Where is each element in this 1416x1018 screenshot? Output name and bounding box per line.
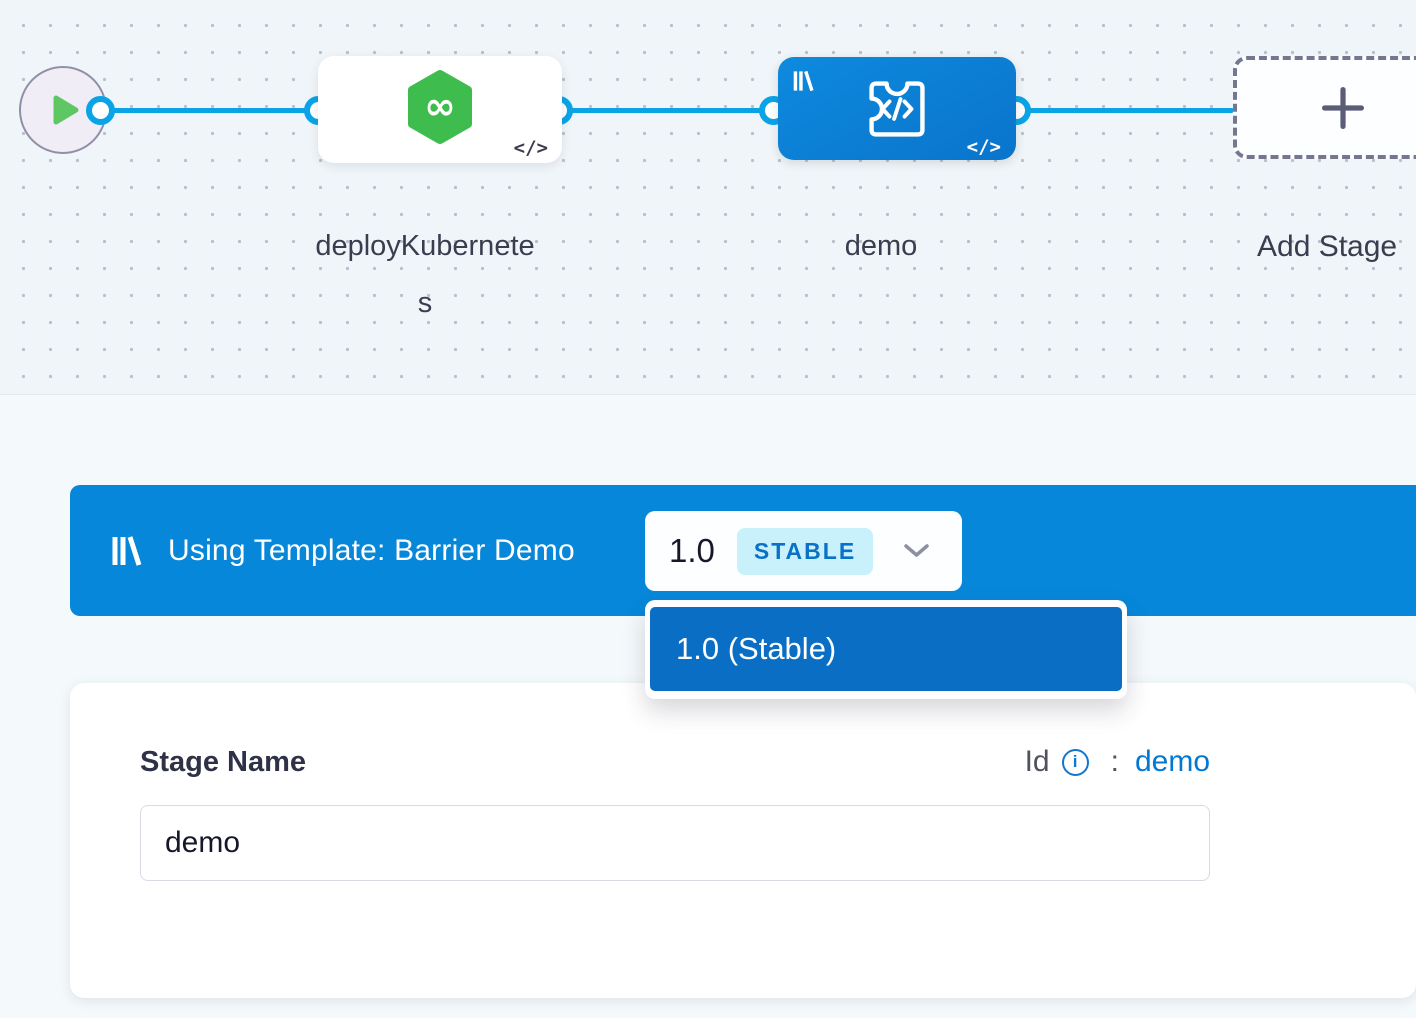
version-option-1-0-stable[interactable]: 1.0 (Stable) bbox=[650, 607, 1122, 691]
version-dropdown-menu: 1.0 (Stable) bbox=[645, 600, 1127, 699]
stage-name-input[interactable] bbox=[140, 805, 1210, 881]
edge-demo-to-add-stage bbox=[1016, 108, 1234, 113]
template-version-value: 1.0 bbox=[669, 532, 715, 570]
pipeline-canvas[interactable]: ∞ </> </> deployKubernetes demo Add Stag… bbox=[0, 0, 1416, 395]
add-stage-label: Add Stage bbox=[1257, 218, 1416, 275]
harness-deploy-icon: ∞ bbox=[407, 69, 473, 145]
edge-deploy-to-demo bbox=[558, 108, 774, 113]
stage-name-label: Stage Name bbox=[140, 746, 306, 779]
using-template-banner: Using Template: Barrier Demo 1.0 STABLE bbox=[70, 485, 1416, 616]
stable-badge: STABLE bbox=[737, 528, 873, 575]
info-icon[interactable]: i bbox=[1062, 749, 1089, 776]
add-stage-button[interactable] bbox=[1233, 56, 1416, 159]
using-template-text: Using Template: Barrier Demo bbox=[168, 534, 575, 568]
stage-id-group: Id i : demo bbox=[1025, 745, 1210, 779]
template-version-select[interactable]: 1.0 STABLE bbox=[645, 511, 962, 591]
stage-overview-card: Stage Name Id i : demo bbox=[70, 683, 1416, 998]
code-view-icon[interactable]: </> bbox=[967, 136, 1001, 158]
port-start-out[interactable] bbox=[86, 96, 115, 125]
plus-icon bbox=[1315, 80, 1371, 136]
svg-text:∞: ∞ bbox=[424, 84, 456, 128]
stage-node-demo[interactable]: </> bbox=[778, 57, 1016, 160]
chevron-down-icon bbox=[903, 543, 930, 559]
stage-label-deploykubernetes: deployKubernetes bbox=[314, 218, 536, 332]
template-library-icon bbox=[110, 534, 142, 568]
play-icon bbox=[51, 93, 81, 127]
stage-node-deploykubernetes[interactable]: ∞ </> bbox=[318, 56, 562, 163]
template-library-icon bbox=[792, 69, 814, 93]
id-separator: : bbox=[1111, 745, 1119, 779]
id-label: Id bbox=[1025, 745, 1050, 779]
custom-stage-icon bbox=[860, 72, 934, 146]
stage-id-value[interactable]: demo bbox=[1135, 745, 1210, 779]
code-view-icon[interactable]: </> bbox=[514, 137, 548, 159]
stage-label-demo: demo bbox=[781, 218, 981, 275]
edge-start-to-deploy bbox=[100, 108, 318, 113]
